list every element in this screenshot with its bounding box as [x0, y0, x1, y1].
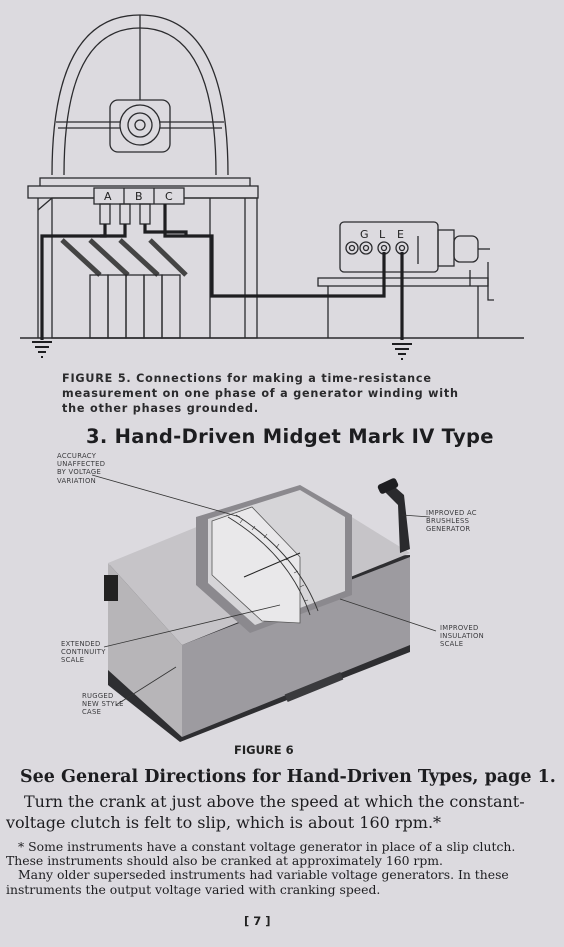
- footnote-paragraph-2: Many older superseded instruments had va…: [6, 867, 509, 897]
- terminal-label-g: G: [360, 228, 369, 241]
- callout-insulation: IMPROVED INSULATION SCALE: [440, 624, 485, 649]
- figure-6-label: FIGURE 6: [234, 743, 294, 757]
- general-directions-reference: See General Directions for Hand-Driven T…: [20, 767, 556, 787]
- phase-label-b: B: [135, 190, 143, 203]
- callout-case: RUGGED NEW STYLE CASE: [82, 692, 124, 717]
- callout-accuracy: ACCURACY UNAFFECTED BY VOLTAGE VARIATION: [57, 452, 106, 485]
- figure-5-caption: FIGURE 5. Connections for making a time-…: [62, 372, 459, 415]
- terminal-label-l: L: [379, 228, 386, 241]
- terminal-label-e: E: [397, 228, 404, 241]
- section-heading: 3. Hand-Driven Midget Mark IV Type: [86, 425, 494, 448]
- footnote-paragraph-1: * Some instruments have a constant volta…: [6, 839, 516, 869]
- phase-label-c: C: [165, 190, 173, 203]
- phase-label-a: A: [104, 190, 112, 203]
- callout-continuity: EXTENDED CONTINUITY SCALE: [61, 640, 106, 665]
- page-number: [ 7 ]: [244, 914, 271, 928]
- footnote: * Some instruments have a constant volta…: [6, 839, 556, 897]
- callout-generator: IMPROVED AC BRUSHLESS GENERATOR: [426, 509, 477, 534]
- figure-5-diagram: A B C G L E: [20, 14, 524, 360]
- crank-instruction-paragraph: Turn the crank at just above the speed a…: [6, 792, 525, 832]
- figure-6-instrument-photo: [91, 474, 437, 742]
